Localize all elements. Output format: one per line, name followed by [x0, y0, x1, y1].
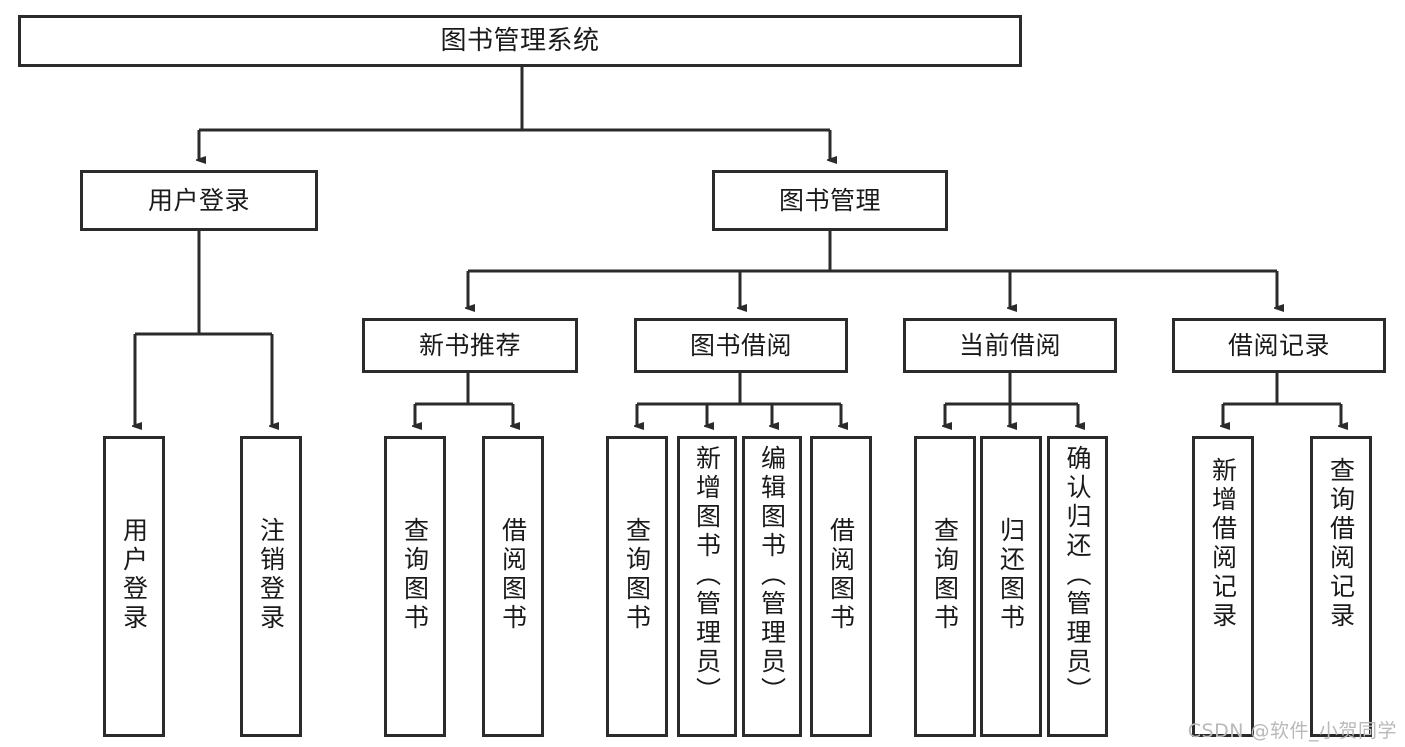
node-leaf-edit-book-label: 编辑图书（管理员） — [757, 445, 787, 706]
node-borrow-record[interactable]: 借阅记录 — [1172, 318, 1386, 373]
node-leaf-query-book-1[interactable]: 查询图书 — [384, 436, 446, 737]
node-new-book-recommend[interactable]: 新书推荐 — [362, 318, 578, 373]
node-leaf-logout-login[interactable]: 注销登录 — [240, 436, 302, 737]
node-leaf-query-book-3-label: 查询图书 — [930, 517, 960, 633]
node-leaf-query-record-label: 查询借阅记录 — [1326, 457, 1356, 631]
node-leaf-return-book-label: 归还图书 — [996, 517, 1026, 633]
node-leaf-user-login[interactable]: 用户登录 — [103, 436, 165, 737]
node-leaf-return-book[interactable]: 归还图书 — [980, 436, 1042, 737]
node-leaf-add-book-label: 新增图书（管理员） — [692, 445, 722, 706]
node-root-label: 图书管理系统 — [440, 25, 600, 56]
node-leaf-borrow-book-1[interactable]: 借阅图书 — [482, 436, 544, 737]
node-leaf-user-login-label: 用户登录 — [119, 517, 149, 633]
node-leaf-borrow-book-2[interactable]: 借阅图书 — [810, 436, 872, 737]
node-user-login-label: 用户登录 — [147, 185, 250, 215]
node-borrow-record-label: 借阅记录 — [1227, 330, 1330, 360]
node-current-borrow-label: 当前借阅 — [958, 330, 1061, 360]
node-new-book-recommend-label: 新书推荐 — [418, 330, 521, 360]
node-leaf-query-book-2-label: 查询图书 — [622, 517, 652, 633]
node-leaf-query-book-3[interactable]: 查询图书 — [914, 436, 976, 737]
node-book-borrow-label: 图书借阅 — [689, 330, 792, 360]
node-leaf-borrow-book-1-label: 借阅图书 — [498, 517, 528, 633]
node-leaf-add-record[interactable]: 新增借阅记录 — [1192, 436, 1254, 737]
node-leaf-add-book[interactable]: 新增图书（管理员） — [677, 436, 737, 737]
node-book-manage-label: 图书管理 — [778, 185, 881, 215]
node-current-borrow[interactable]: 当前借阅 — [903, 318, 1117, 373]
node-book-borrow[interactable]: 图书借阅 — [634, 318, 848, 373]
node-leaf-logout-login-label: 注销登录 — [256, 517, 286, 633]
node-leaf-query-book-2[interactable]: 查询图书 — [606, 436, 668, 737]
node-book-manage[interactable]: 图书管理 — [712, 170, 948, 231]
node-leaf-query-book-1-label: 查询图书 — [400, 517, 430, 633]
node-leaf-confirm-return-label: 确认归还（管理员） — [1063, 445, 1092, 706]
node-leaf-edit-book[interactable]: 编辑图书（管理员） — [742, 436, 802, 737]
node-leaf-add-record-label: 新增借阅记录 — [1208, 457, 1238, 631]
node-leaf-confirm-return[interactable]: 确认归还（管理员） — [1047, 436, 1108, 737]
node-leaf-query-record[interactable]: 查询借阅记录 — [1310, 436, 1372, 737]
node-leaf-borrow-book-2-label: 借阅图书 — [826, 517, 856, 633]
node-root[interactable]: 图书管理系统 — [18, 15, 1022, 67]
node-user-login[interactable]: 用户登录 — [80, 170, 318, 231]
